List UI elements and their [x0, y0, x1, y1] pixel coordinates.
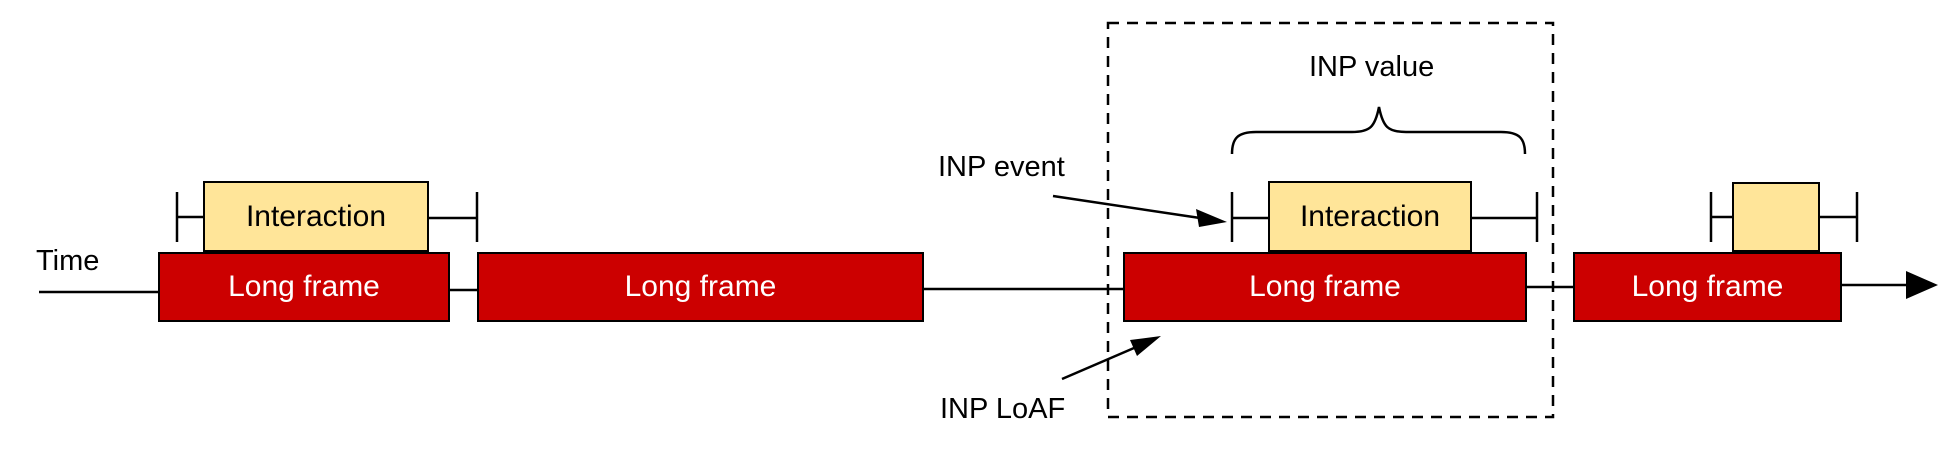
long-frame-box-3: Long frame — [1123, 252, 1527, 322]
long-frame-label: Long frame — [624, 270, 777, 303]
long-frame-label: Long frame — [1249, 270, 1401, 303]
interaction-label: Interaction — [245, 199, 387, 233]
interaction-box-small — [1732, 182, 1820, 252]
interaction-box-1: Interaction — [203, 181, 429, 252]
time-axis-label: Time — [36, 245, 100, 277]
long-frame-box-2: Long frame — [477, 252, 924, 322]
inp-value-label: INP value — [1309, 51, 1435, 83]
long-frame-label: Long frame — [228, 270, 380, 303]
inp-event-arrowhead-icon — [1196, 209, 1227, 227]
inp-value-brace — [1230, 106, 1527, 155]
inp-loaf-arrowhead-icon — [1130, 336, 1161, 356]
inp-loaf-arrow-line — [1061, 346, 1135, 381]
long-frame-box-1: Long frame — [158, 252, 450, 322]
long-frame-label: Long frame — [1631, 270, 1784, 303]
inp-event-arrow-line — [1052, 194, 1201, 220]
interaction-label: Interaction — [1299, 199, 1441, 233]
inp-loaf-label: INP LoAF — [940, 393, 1066, 425]
timeline-arrowhead-icon — [1906, 271, 1938, 299]
interaction-box-2: Interaction — [1268, 181, 1472, 252]
long-frame-box-4: Long frame — [1573, 252, 1842, 322]
inp-event-label: INP event — [938, 151, 1065, 183]
